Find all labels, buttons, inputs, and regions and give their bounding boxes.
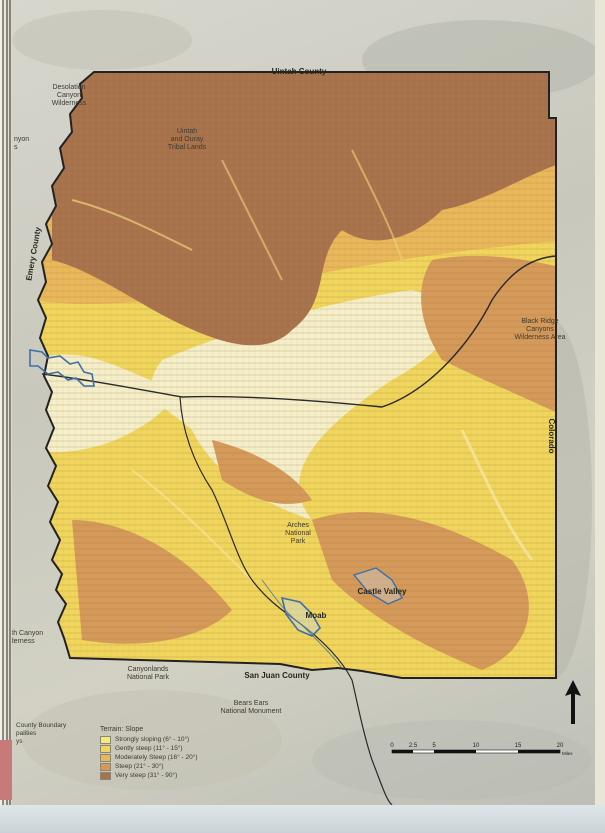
legend-label: Moderately Steep (16° - 20°) — [115, 754, 198, 761]
legend-swatch — [100, 771, 111, 780]
legend-item: Very steep (31° - 90°) — [100, 771, 240, 780]
label-castle-valley: Castle Valley — [357, 587, 407, 596]
label-uintah-county: Uintah County — [271, 67, 327, 76]
grand-county-slope-map[interactable] — [12, 0, 595, 805]
scale-bar-segment — [392, 750, 413, 753]
legend-label: Very steep (31° - 90°) — [115, 772, 178, 779]
legend-swatch — [100, 735, 111, 744]
label-labyrinth-canyon: yrinth Canyon Wilderness — [12, 630, 44, 645]
label-canyonlands: Canyonlands National Park — [126, 666, 170, 681]
scale-tick-label: 0 — [390, 743, 394, 749]
legend-swatch — [100, 762, 111, 771]
left-legend-line: palities — [16, 730, 37, 737]
adjacent-page-bottom — [0, 805, 605, 833]
scale-tick-label: 2.5 — [409, 743, 418, 749]
label-arches: Arches National Park — [285, 522, 311, 545]
label-moab: Moab — [305, 611, 327, 620]
legend-title: Terrain: Slope — [100, 726, 144, 733]
scale-tick-label: 5 — [432, 743, 436, 749]
adjacent-page-corner — [0, 740, 14, 800]
legend-swatch — [100, 744, 111, 753]
interstate-road — [41, 255, 557, 408]
label-black-ridge: Black Ridge Canyons Wilderness Area — [514, 318, 566, 341]
legend-item: Strongly sloping (6° - 10°) — [100, 735, 240, 744]
scale-bar-segment — [434, 750, 476, 753]
scale-unit-label: Miles — [562, 751, 573, 756]
label-san-juan-county: San Juan County — [244, 671, 310, 680]
north-arrow-icon — [565, 680, 581, 724]
slope-raster — [38, 72, 556, 678]
label-desolation-canyon: Desolation Canyon Wilderness — [51, 84, 87, 107]
moab-area — [280, 596, 321, 637]
legend-swatch — [100, 753, 111, 762]
castle-valley-area — [352, 567, 403, 605]
scale-tick-label: 15 — [515, 743, 522, 749]
left-legend-line: County Boundary — [16, 722, 67, 729]
scale-bar-segment — [518, 750, 560, 753]
legend-label: Gently steep (11° - 15°) — [115, 745, 183, 752]
left-legend: County Boundary palities ys — [16, 722, 96, 746]
page-binding-edge — [0, 0, 12, 833]
colorado-river — [261, 579, 343, 669]
label-canyon-partial: nyon s — [14, 136, 30, 151]
scale-tick-label: 10 — [473, 743, 480, 749]
slope-legend: Terrain: Slope Strongly sloping (6° - 10… — [100, 726, 240, 780]
label-colorado: Colorado — [547, 418, 556, 454]
legend-item: Gently steep (11° - 15°) — [100, 744, 240, 753]
left-legend-line: ys — [16, 738, 23, 745]
label-uintah-ouray: Uintah and Ouray Tribal Lands — [167, 128, 207, 151]
scale-tick-label: 20 — [557, 743, 564, 749]
legend-item: Steep (21° - 30°) — [100, 762, 240, 771]
legend-item: Moderately Steep (16° - 20°) — [100, 753, 240, 762]
wilderness-boundary — [29, 349, 95, 387]
legend-label: Strongly sloping (6° - 10°) — [115, 736, 190, 743]
label-bears-ears: Bears Ears National Monument — [220, 700, 282, 715]
map-sheet: Uintah County Desolation Canyon Wilderne… — [12, 0, 595, 805]
legend-label: Steep (21° - 30°) — [115, 763, 164, 770]
